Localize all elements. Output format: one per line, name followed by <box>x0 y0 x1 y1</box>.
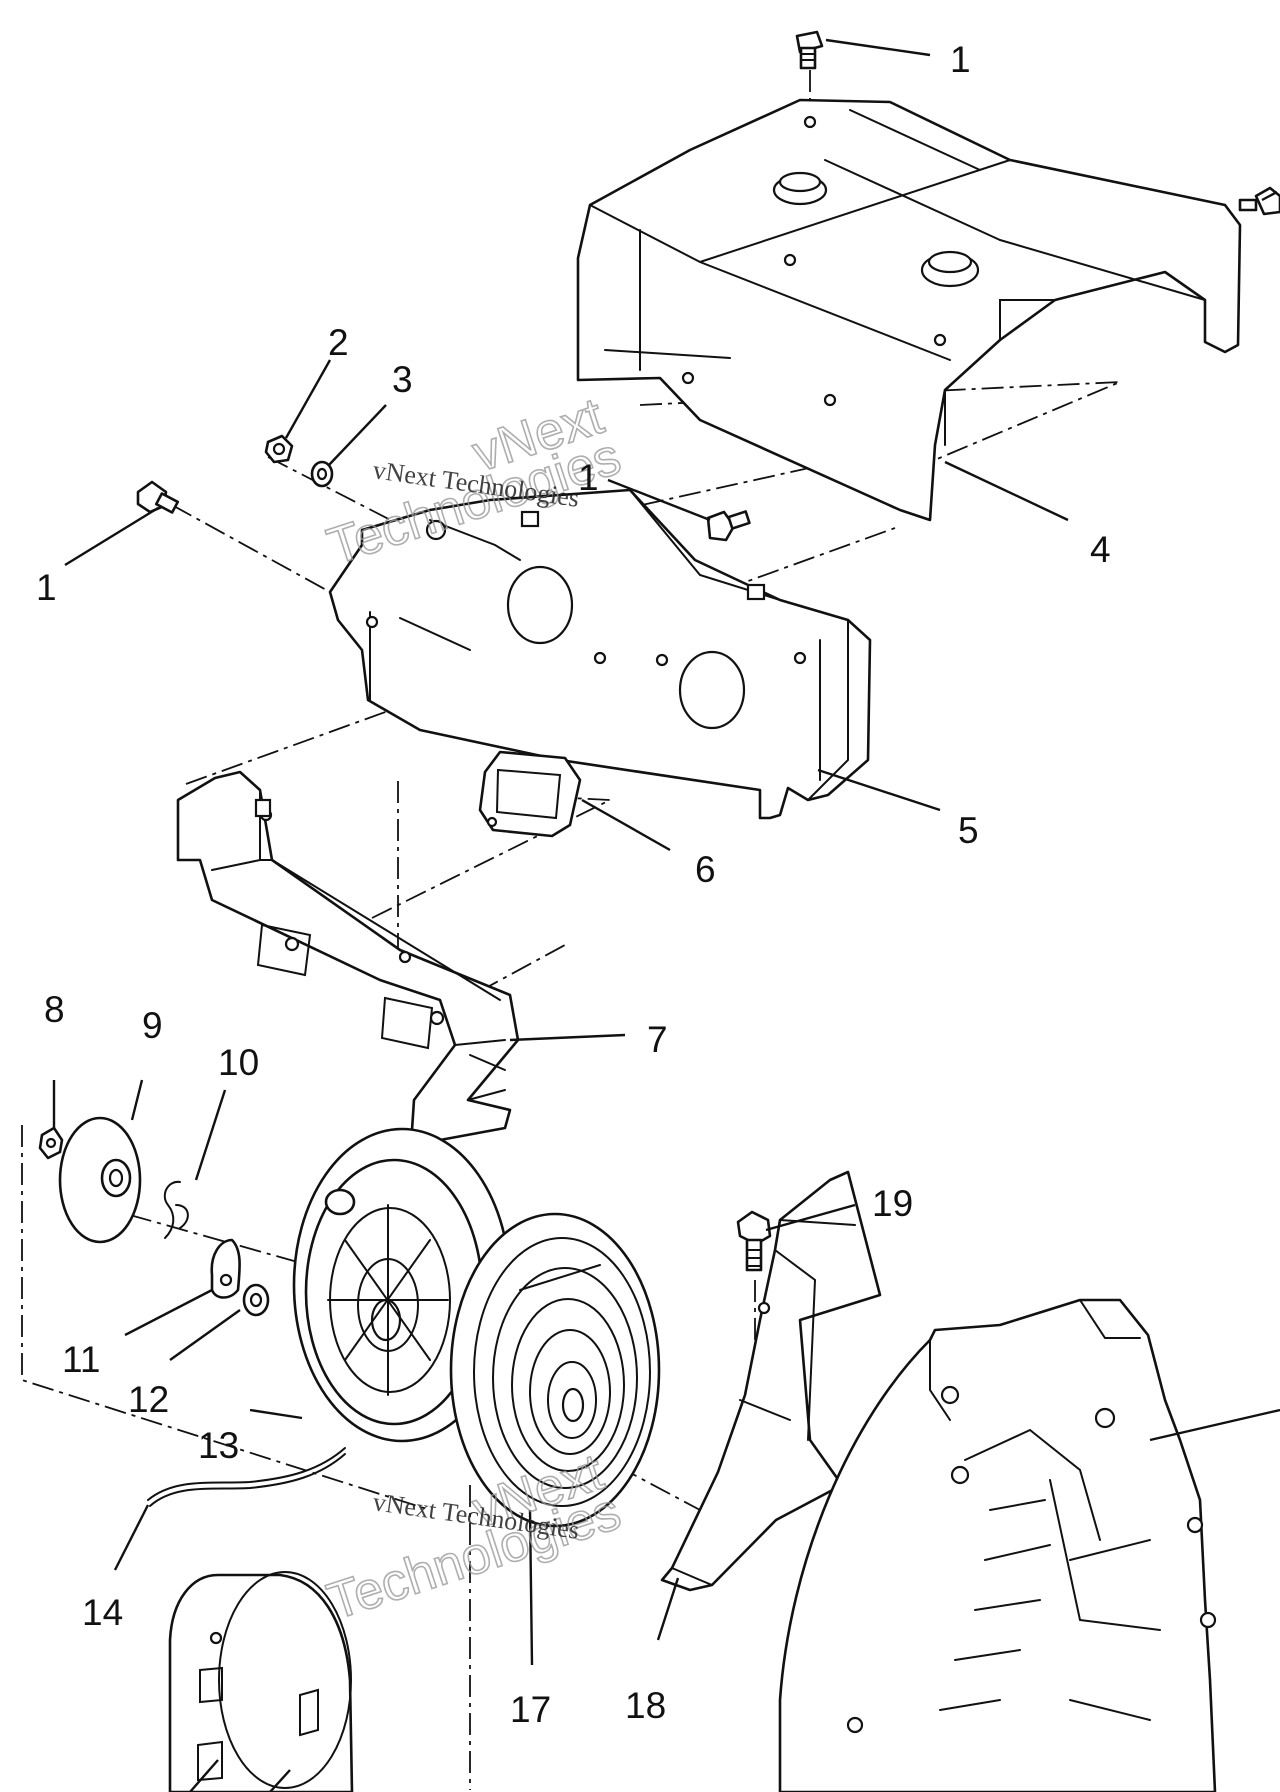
flange-nut <box>38 1126 64 1160</box>
return-spring-clip <box>163 1180 189 1239</box>
callout-8: 8 <box>44 989 65 1030</box>
callout-1-top: 1 <box>950 39 971 80</box>
ratchet-pawl <box>210 1238 241 1299</box>
callout-14: 14 <box>82 1592 123 1633</box>
callout-9: 9 <box>142 1005 163 1046</box>
pawl-spring <box>242 1283 270 1317</box>
callout-10: 10 <box>218 1042 259 1083</box>
callout-6: 6 <box>695 849 716 890</box>
exhaust-heat-shield <box>328 488 872 820</box>
leader-lines <box>52 38 1280 1792</box>
starter-cup <box>168 1571 354 1792</box>
starter-bracket <box>660 1170 882 1592</box>
callout-17: 17 <box>510 1689 551 1730</box>
callout-13: 13 <box>198 1425 239 1466</box>
callout-1-center: 1 <box>578 457 599 498</box>
exhaust-flange-bracket <box>176 770 520 1142</box>
bolt-top <box>795 30 824 70</box>
callout-11: 11 <box>62 1339 100 1380</box>
bolt-starter <box>736 1210 772 1272</box>
friction-plate <box>58 1116 142 1244</box>
starter-rope <box>147 1447 346 1507</box>
callout-1-left: 1 <box>36 567 57 608</box>
bolt-right <box>1238 186 1280 216</box>
lock-washer <box>310 460 334 488</box>
callout-2: 2 <box>328 322 349 363</box>
watermark-bottom: vNext Technologies vNext Technologies <box>320 1442 628 1632</box>
callout-5: 5 <box>958 810 979 851</box>
callout-labels: 1 1 1 2 3 4 5 6 7 8 9 10 11 12 13 14 17 … <box>36 39 1111 1730</box>
upper-shroud <box>576 98 1242 522</box>
callout-19: 19 <box>872 1183 913 1224</box>
bolt-left <box>136 480 180 514</box>
blower-housing <box>778 1298 1217 1792</box>
recoil-spring <box>449 1212 661 1528</box>
callout-18: 18 <box>625 1685 666 1726</box>
hex-nut <box>264 434 294 464</box>
exhaust-gasket <box>478 750 582 838</box>
bolt-center <box>706 510 751 542</box>
callout-3: 3 <box>392 359 413 400</box>
callout-7: 7 <box>647 1019 668 1060</box>
callout-12: 12 <box>128 1379 169 1420</box>
callout-4: 4 <box>1090 529 1111 570</box>
